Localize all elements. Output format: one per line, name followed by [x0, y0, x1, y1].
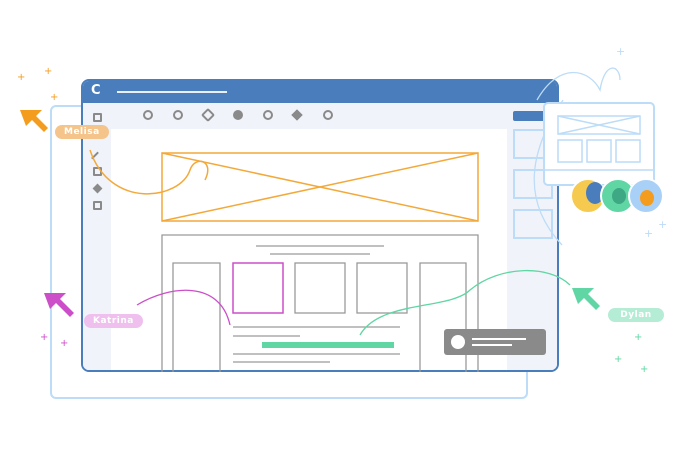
svg-text:+: +: [17, 72, 25, 83]
layout-preview-icon: [545, 115, 653, 171]
circle-tool-icon[interactable]: [173, 110, 183, 120]
katrina-path: [136, 289, 231, 326]
svg-text:+: +: [60, 338, 68, 349]
title-placeholder: [117, 91, 227, 93]
circle-tool-icon[interactable]: [323, 110, 333, 120]
melisa-cursor-icon: [20, 110, 48, 132]
svg-text:+: +: [50, 92, 58, 103]
notification-toast[interactable]: [444, 329, 546, 355]
dylan-cursor-icon: [572, 288, 600, 310]
toolbar: [83, 103, 557, 129]
melisa-name-tag: Melisa: [55, 125, 109, 139]
panel-thumbnail[interactable]: [513, 209, 553, 239]
layout-preview-popup[interactable]: [543, 102, 655, 186]
app-logo: C: [91, 83, 101, 98]
svg-text:+: +: [634, 332, 642, 343]
hero-image-placeholder: [89, 149, 479, 222]
svg-text:+: +: [40, 332, 48, 343]
editor-window: C: [81, 79, 559, 372]
panel-header-button[interactable]: [513, 111, 557, 121]
title-bar: C: [83, 81, 557, 103]
circle-tool-icon[interactable]: [143, 110, 153, 120]
svg-text:+: +: [644, 227, 653, 240]
sparkle-icons: + + +: [17, 66, 58, 103]
content-wireframe: [161, 234, 479, 372]
svg-text:+: +: [44, 66, 52, 77]
svg-text:+: +: [614, 354, 622, 365]
frame-tool-icon[interactable]: [93, 113, 102, 122]
dot-tool-icon[interactable]: [233, 110, 243, 120]
dylan-name-tag: Dylan: [608, 308, 664, 322]
svg-text:+: +: [658, 218, 667, 231]
toast-line: [472, 344, 512, 346]
dylan-path: [359, 269, 571, 336]
katrina-cursor-icon: [44, 293, 74, 317]
toast-line: [472, 338, 526, 340]
katrina-name-tag: Katrina: [84, 314, 143, 328]
selected-bar-dylan: [262, 342, 394, 348]
circle-tool-icon[interactable]: [263, 110, 273, 120]
svg-text:+: +: [640, 364, 648, 375]
svg-text:+: +: [616, 45, 625, 58]
avatar-man-blue-glasses[interactable]: [628, 178, 664, 214]
selected-box-katrina: [232, 262, 284, 314]
image-tool-icon[interactable]: [93, 201, 102, 210]
toast-avatar: [451, 335, 465, 349]
